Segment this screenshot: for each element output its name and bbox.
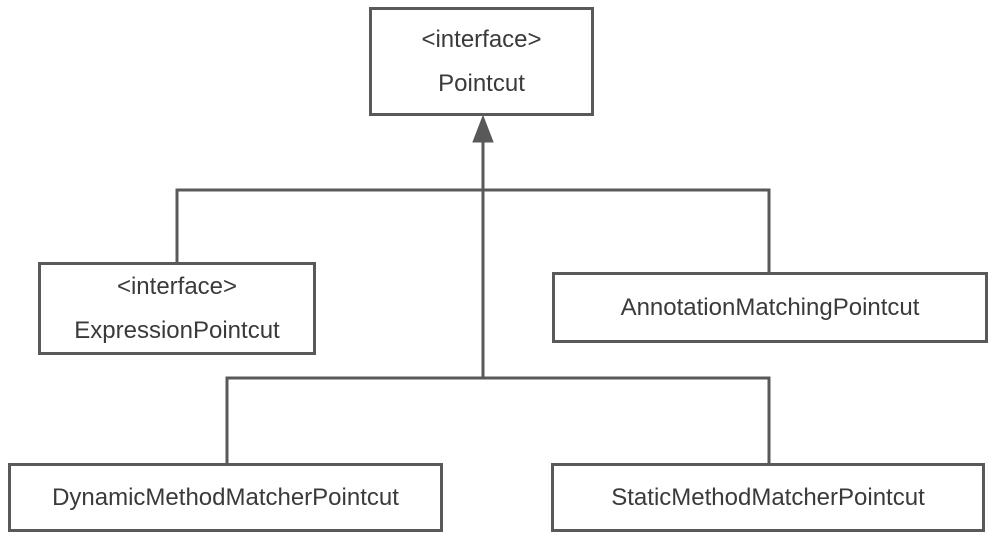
node-pointcut-name: Pointcut — [438, 69, 525, 97]
node-static-method-matcher-pointcut: StaticMethodMatcherPointcut — [551, 463, 985, 532]
node-expression-pointcut-stereotype: <interface> — [116, 272, 238, 300]
node-annotation-matching-pointcut: AnnotationMatchingPointcut — [552, 272, 988, 343]
inheritance-arrowhead-icon — [472, 114, 494, 143]
node-annotation-matching-pointcut-name: AnnotationMatchingPointcut — [620, 293, 920, 321]
node-expression-pointcut: <interface> ExpressionPointcut — [38, 262, 316, 355]
node-static-method-matcher-pointcut-name: StaticMethodMatcherPointcut — [611, 483, 925, 511]
connector-tier1 — [175, 188, 771, 272]
node-dynamic-method-matcher-pointcut: DynamicMethodMatcherPointcut — [8, 463, 443, 532]
node-dynamic-method-matcher-pointcut-name: DynamicMethodMatcherPointcut — [52, 483, 399, 511]
node-expression-pointcut-name: ExpressionPointcut — [74, 316, 280, 344]
node-pointcut: <interface> Pointcut — [369, 7, 594, 116]
connector-tier2 — [225, 376, 771, 463]
node-pointcut-stereotype: <interface> — [421, 25, 542, 53]
